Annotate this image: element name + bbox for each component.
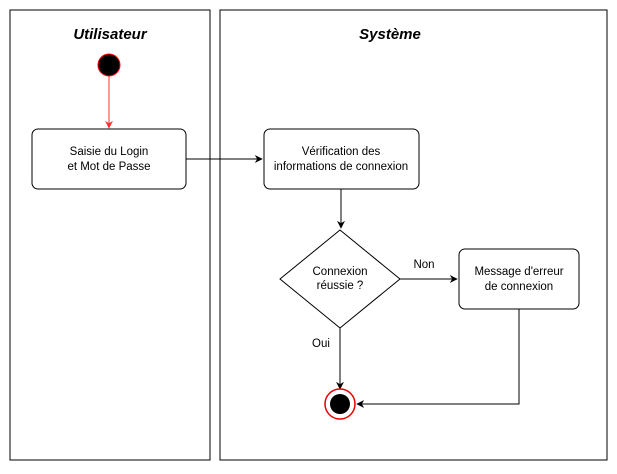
node-error-message <box>458 248 580 310</box>
lane-system <box>219 9 608 461</box>
decision-line1: Connexion <box>313 266 368 278</box>
node-verification <box>263 128 420 190</box>
lane-title-system: Système <box>359 26 421 43</box>
node-login-entry-line1: Saisie du Login <box>70 146 149 158</box>
lane-title-user: Utilisateur <box>73 26 148 43</box>
node-error-line1: Message d'erreur <box>474 266 563 278</box>
edge-error-to-end <box>356 309 520 408</box>
start-node <box>97 53 121 77</box>
node-login-entry <box>31 128 187 190</box>
node-error-line2: de connexion <box>485 281 553 293</box>
end-node-core <box>330 394 350 414</box>
edge-label-oui: Oui <box>312 338 330 350</box>
edge-label-non: Non <box>413 259 434 271</box>
node-verification-line1: Vérification des <box>302 146 381 158</box>
decision-line2: réussie ? <box>317 280 364 292</box>
node-login-entry-line2: et Mot de Passe <box>67 161 150 173</box>
decision-diamond <box>279 229 401 329</box>
lane-user <box>9 9 211 461</box>
node-verification-line2: informations de connexion <box>274 161 408 173</box>
